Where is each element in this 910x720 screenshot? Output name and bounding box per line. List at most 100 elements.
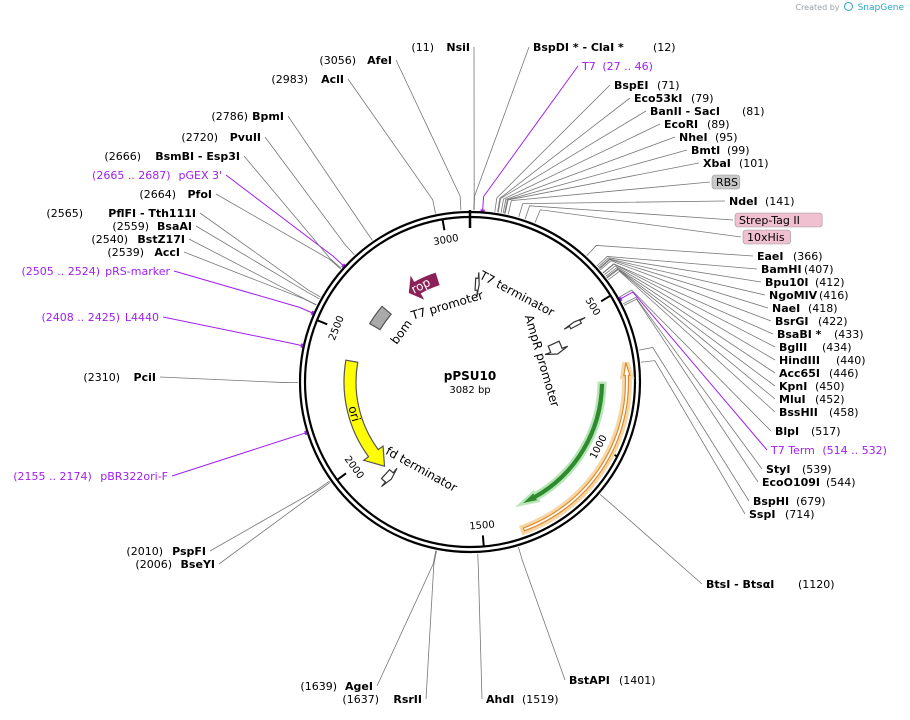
site-name-pspfi: PspFI <box>172 545 206 558</box>
site-btsi-bts-i[interactable]: BtsI - BtsαI(1120) <box>706 578 835 591</box>
site-blpi[interactable]: BlpI(517) <box>775 425 841 438</box>
site-acli[interactable]: AclI(2983) <box>271 73 344 86</box>
site-name-pflfi-tth111i: PflFI - Tth111I <box>108 207 196 220</box>
feature-t7-promoter[interactable] <box>474 272 480 297</box>
site-hindiii[interactable]: HindIII(440) <box>779 354 866 367</box>
site-bseyi[interactable]: BseYI(2006) <box>135 558 215 571</box>
leader-bpmi <box>287 115 373 241</box>
site-strep-tag-ii[interactable]: Strep-Tag II <box>734 212 823 228</box>
site-pos-mlui: (452) <box>815 393 845 406</box>
site-name-bpu10i: Bpu10I <box>765 276 809 289</box>
leader-bstz17i <box>188 238 317 306</box>
site-rbs[interactable]: RBS <box>711 174 741 190</box>
site-10xhis[interactable]: 10xHis <box>742 229 791 245</box>
site-bsabi[interactable]: BsaBI *(433) <box>777 328 864 341</box>
site-naei[interactable]: NaeI(418) <box>772 302 838 315</box>
site-eco53ki[interactable]: Eco53kI(79) <box>634 92 714 105</box>
site-name-bsrgi: BsrGI <box>775 315 808 328</box>
site-bspei[interactable]: BspEI(71) <box>614 79 680 92</box>
site-name-acc65i: Acc65I <box>779 367 820 380</box>
site-pos-naei: (418) <box>808 302 838 315</box>
primer-mark-t7-term <box>618 296 623 302</box>
site-name-ndei: NdeI <box>729 195 758 208</box>
site-pos-xbai: (101) <box>739 157 769 170</box>
feature-label-ori: ori <box>345 404 363 423</box>
site-nsii[interactable]: NsiI(11) <box>411 41 470 54</box>
site-pos-bamhi: (407) <box>804 263 834 276</box>
feature-ampr-inner[interactable] <box>523 383 605 503</box>
site-pos-nhei: (95) <box>715 131 738 144</box>
site-kpni[interactable]: KpnI(450) <box>779 380 845 393</box>
site-pvuii[interactable]: PvuII(2720) <box>181 131 261 144</box>
site-bmti[interactable]: BmtI(99) <box>691 144 750 157</box>
site-bstz17i[interactable]: BstZ17I(2540) <box>91 233 185 246</box>
snapgene-credit: Created by SnapGene <box>795 2 904 13</box>
feature-box-strep-tag-ii <box>734 212 823 228</box>
site-bglii[interactable]: BglII(434) <box>779 341 852 354</box>
feature-ori[interactable] <box>343 359 386 468</box>
site-pos-bsmbi-esp3i: (2666) <box>104 150 141 163</box>
feature-t7-terminator[interactable] <box>563 316 586 330</box>
feature-ampr[interactable] <box>522 362 631 532</box>
tick-label-2500: 2500 <box>327 314 347 342</box>
site-pbr322ori-f[interactable]: pBR322ori-F(2155 .. 2174) <box>13 470 168 483</box>
site-banii-saci[interactable]: BanII - SacI(81) <box>650 105 765 118</box>
feature-fd-terminator[interactable] <box>380 467 398 488</box>
site-pgex-3[interactable]: pGEX 3'(2665 .. 2687) <box>92 169 222 182</box>
site-ecoo109i[interactable]: EcoO109I(544) <box>762 476 856 489</box>
site-bstapi[interactable]: BstAPI(1401) <box>569 674 656 687</box>
site-t7-term[interactable]: T7 Term(514 .. 532) <box>770 444 887 457</box>
site-nhei[interactable]: NheI(95) <box>679 131 738 144</box>
site-sspi[interactable]: SspI(714) <box>749 508 815 521</box>
site-pos-styi: (539) <box>802 463 832 476</box>
site-mlui[interactable]: MluI(452) <box>779 393 845 406</box>
site-pcii[interactable]: PciI(2310) <box>83 371 156 384</box>
site-pos-ecori: (89) <box>707 118 730 131</box>
site-ecori[interactable]: EcoRI(89) <box>664 118 730 131</box>
site-acci[interactable]: AccI(2539) <box>107 246 180 259</box>
site-bspdi-clai[interactable]: BspDI * - ClaI *(12) <box>533 41 676 54</box>
tick-label-1500: 1500 <box>469 519 495 532</box>
site-agei[interactable]: AgeI(1639) <box>300 680 373 693</box>
site-pfoi[interactable]: PfoI(2664) <box>139 188 212 201</box>
site-name-pbr322ori-f: pBR322ori-F <box>100 470 168 483</box>
tick-mark-2000 <box>336 472 347 481</box>
leader-ngomiv <box>598 258 766 296</box>
leader-bseyi <box>218 482 331 565</box>
site-pos-bglii: (434) <box>822 341 852 354</box>
site-bsphi[interactable]: BspHI(679) <box>753 495 826 508</box>
site-pos-bseyi: (2006) <box>135 558 172 571</box>
site-t7[interactable]: T7(27 .. 46) <box>581 60 653 73</box>
site-ngomiv[interactable]: NgoMIV(416) <box>769 289 849 302</box>
site-bpu10i[interactable]: Bpu10I(412) <box>765 276 845 289</box>
site-bsrgi[interactable]: BsrGI(422) <box>775 315 848 328</box>
site-prs-marker[interactable]: pRS-marker(2505 .. 2524) <box>21 265 170 278</box>
leader-nhei <box>502 136 676 214</box>
site-bsmbi-esp3i[interactable]: BsmBI - Esp3I(2666) <box>104 150 240 163</box>
site-l4440[interactable]: L4440(2408 .. 2425) <box>41 311 159 324</box>
leader-bglii <box>602 263 776 348</box>
site-name-bspei: BspEI <box>614 79 648 92</box>
site-pflfi-tth111i[interactable]: PflFI - Tth111I(2565) <box>46 207 196 220</box>
site-bsaai[interactable]: BsaAI(2559) <box>112 220 192 233</box>
site-name-sspi: SspI <box>749 508 775 521</box>
site-afei[interactable]: AfeI(3056) <box>319 54 392 67</box>
site-ndei[interactable]: NdeI(141) <box>729 195 795 208</box>
site-bamhi[interactable]: BamHI(407) <box>761 263 834 276</box>
leader-styi <box>623 296 763 470</box>
site-bsshii[interactable]: BssHII(458) <box>779 406 859 419</box>
feature-bom[interactable] <box>368 305 393 331</box>
site-name-bmti: BmtI <box>691 144 720 157</box>
site-pos-bstapi: (1401) <box>619 674 656 687</box>
site-name-bsshii: BssHII <box>779 406 818 419</box>
feature-rop[interactable] <box>408 272 440 300</box>
site-ahdi[interactable]: AhdI(1519) <box>486 693 559 706</box>
site-xbai[interactable]: XbaI(101) <box>703 157 769 170</box>
feature-ampr-promoter[interactable] <box>544 340 569 356</box>
site-acc65i[interactable]: Acc65I(446) <box>779 367 859 380</box>
site-pspfi[interactable]: PspFI(2010) <box>126 545 206 558</box>
site-eaei[interactable]: EaeI(366) <box>757 250 823 263</box>
site-styi[interactable]: StyI(539) <box>766 463 832 476</box>
site-bpmi[interactable]: BpmI(2786) <box>211 110 284 123</box>
site-rsrii[interactable]: RsrII(1637) <box>342 693 422 706</box>
